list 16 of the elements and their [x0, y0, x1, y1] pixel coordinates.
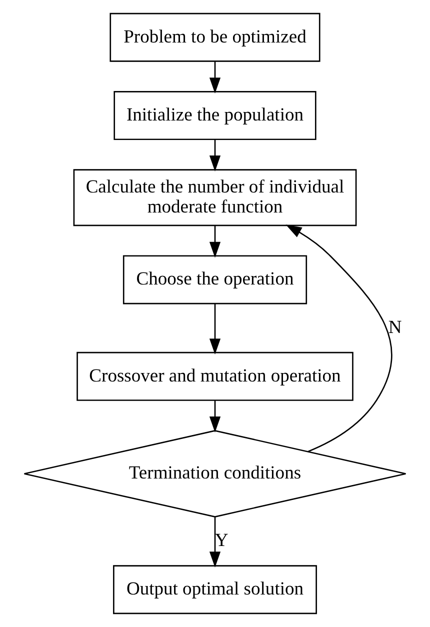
- arrow: [209, 139, 221, 172]
- node-box: Crossover and mutation operation: [76, 352, 354, 401]
- edge-label: Y: [214, 530, 228, 552]
- node-box: Calculate the number of individual moderate function: [73, 169, 357, 226]
- arrow: [286, 224, 392, 452]
- node-box: Initialize the population: [114, 91, 316, 140]
- edge-label: N: [388, 316, 402, 338]
- arrow: [209, 517, 221, 568]
- node-diamond: Termination conditions: [24, 430, 406, 518]
- node-box: Problem to be optimized: [110, 12, 320, 62]
- node-box: Choose the operation: [122, 255, 308, 304]
- arrow: [209, 61, 221, 94]
- arrow: [209, 400, 221, 432]
- node-box: Output optimal solution: [113, 565, 317, 614]
- arrow: [209, 226, 221, 258]
- arrow: [209, 304, 221, 355]
